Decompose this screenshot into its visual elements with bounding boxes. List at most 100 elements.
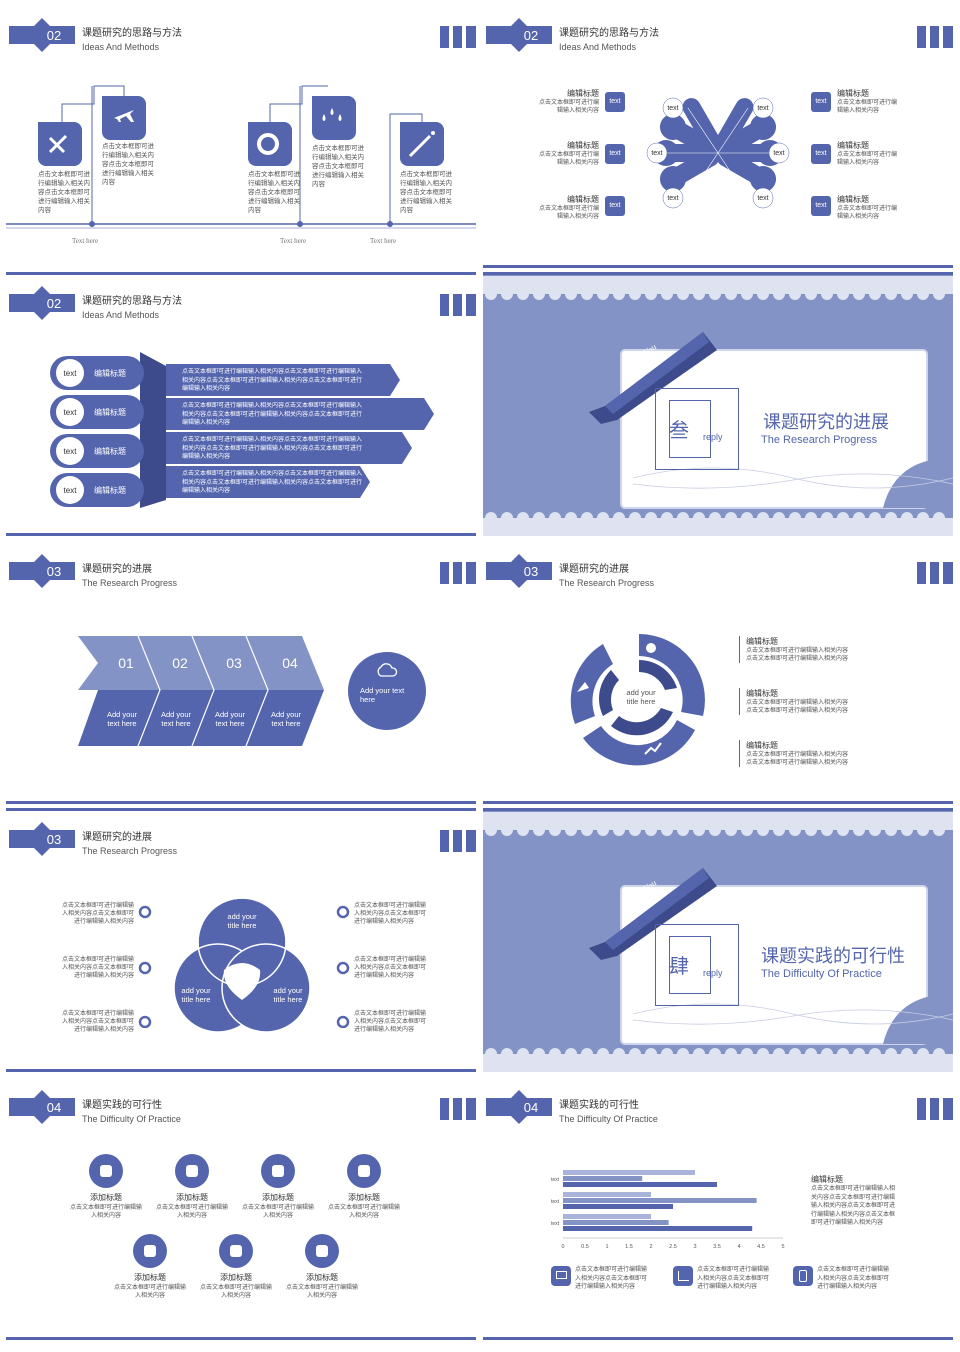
icon-grid-item: 添加标题点击文本框即可进行编辑输入相关内容 bbox=[152, 1154, 232, 1220]
chart-side-note: 编辑标题 点击文本框即可进行编辑输入相关内容点击文本框即可进行编辑输入相关内容点… bbox=[811, 1174, 895, 1228]
cover-char: 肆 bbox=[669, 954, 689, 978]
x-tick-label: 2 bbox=[649, 1244, 652, 1250]
item-title: 编辑标题 bbox=[567, 141, 599, 150]
slide-ideas-methods-2: 02 课题研究的思路与方法 Ideas And Methods text tex… bbox=[483, 4, 953, 268]
item-title: 编辑标题 bbox=[837, 141, 869, 150]
venn-label-top: add your title here bbox=[227, 912, 257, 930]
section-title: 课题研究的进展 bbox=[82, 564, 152, 575]
timeline-desc-4: 点击文本框即可进行编辑输入相关内容点击文本框即可进行编辑输入相关内容 bbox=[312, 145, 364, 188]
slide-bottom-rule bbox=[483, 1337, 953, 1340]
phone-icon bbox=[793, 1266, 813, 1286]
bar bbox=[563, 1176, 643, 1181]
row-desc-2: 点击文本框即可进行编辑输入相关内容点击文本框即可进行编辑输入相关内容点击文本框即… bbox=[182, 403, 363, 426]
item-title: 添加标题 bbox=[134, 1273, 166, 1282]
section-number: 02 bbox=[524, 28, 538, 43]
section-subtitle: Ideas And Methods bbox=[559, 42, 637, 52]
slide-practice-1: 04 课题实践的可行性 The Difficulty Of Practice 添… bbox=[6, 1076, 476, 1340]
section-subtitle: The Difficulty Of Practice bbox=[559, 1114, 658, 1124]
item-desc: 点击文本框即可进行编辑输入相关内容点击文本框即可进行编辑输入相关内容 bbox=[746, 700, 849, 714]
item-desc: 点击文本框即可进行编辑输入相关内容 bbox=[286, 1285, 359, 1299]
cloud-icon bbox=[377, 663, 398, 677]
timeline-desc-5: 点击文本框即可进行编辑输入相关内容点击文本框即可进行编辑输入相关内容 bbox=[400, 171, 452, 214]
section-subtitle: The Research Progress bbox=[82, 578, 178, 588]
arrow-list-graphic: text text text text 编辑标题 编辑标题 编辑标题 编辑标题 bbox=[50, 352, 434, 508]
section-number-badge: 03 bbox=[9, 554, 75, 588]
item-desc: 点击文本框即可进行编辑输入相关内容 bbox=[200, 1285, 273, 1299]
row-tag: text bbox=[64, 486, 78, 495]
item-desc: 点击文本框即可进行编辑输入相关内容 bbox=[837, 152, 898, 166]
tag-box: text bbox=[605, 144, 625, 164]
row-desc-1: 点击文本框即可进行编辑输入相关内容点击文本框即可进行编辑输入相关内容点击文本框即… bbox=[182, 369, 363, 392]
circle-text: Add your text here bbox=[360, 686, 405, 704]
pen-icon bbox=[577, 682, 589, 692]
cover-subtitle: The Difficulty Of Practice bbox=[761, 968, 882, 980]
slide-top-rule bbox=[6, 808, 476, 811]
decor-bars-icon bbox=[440, 294, 476, 316]
slide-bottom-rule bbox=[6, 801, 476, 804]
item-title: 编辑标题 bbox=[567, 89, 599, 98]
row-desc-4: 点击文本框即可进行编辑输入相关内容点击文本框即可进行编辑输入相关内容点击文本框即… bbox=[182, 471, 363, 494]
section-number: 04 bbox=[524, 1100, 538, 1115]
cycle-item-1: 编辑标题 点击文本框即可进行编辑输入相关内容点击文本框即可进行编辑输入相关内容 bbox=[739, 636, 851, 663]
item-desc: 点击文本框即可进行编辑输入相关内容 bbox=[70, 1205, 143, 1219]
step-number: 02 bbox=[172, 655, 188, 671]
item-desc: 点击文本框即可进行编辑输入相关内容点击文本框即可进行编辑输入相关内容 bbox=[746, 752, 849, 766]
section-number-badge: 02 bbox=[9, 18, 75, 52]
section-title: 课题研究的进展 bbox=[559, 564, 629, 575]
x-tick-label: 4 bbox=[737, 1244, 740, 1250]
venn-right-dots bbox=[336, 905, 350, 1028]
step-label: Add your text here bbox=[270, 710, 302, 728]
item-title: 编辑标题 bbox=[567, 195, 599, 204]
bar bbox=[563, 1214, 651, 1219]
petal-label-1: text bbox=[667, 105, 678, 112]
bar bbox=[563, 1226, 753, 1231]
x-tick-label: 4.5 bbox=[757, 1244, 765, 1250]
row-title: 编辑标题 bbox=[94, 368, 126, 378]
slide-bottom-rule bbox=[6, 533, 476, 536]
petal-item-left-2: 编辑标题 点击文本框即可进行编辑输入相关内容 bbox=[535, 140, 599, 167]
item-desc: 点击文本框即可进行编辑输入相关内容 bbox=[837, 100, 898, 114]
step-number: 01 bbox=[118, 655, 134, 671]
item-desc: 点击文本框即可进行编辑输入相关内容 bbox=[837, 206, 898, 220]
item-title: 编辑标题 bbox=[746, 741, 778, 750]
wand-icon bbox=[400, 122, 444, 166]
petal-diagram: text text text text text text bbox=[646, 97, 790, 209]
step-label: Add your text here bbox=[106, 710, 138, 728]
lace-border-bottom bbox=[483, 512, 953, 536]
section-title: 课题研究的进展 bbox=[82, 832, 152, 843]
cover-title: 课题研究的进展 bbox=[763, 412, 889, 432]
section-number-badge: 03 bbox=[486, 554, 552, 588]
decor-bars-icon bbox=[917, 562, 953, 584]
tag-box: text bbox=[811, 92, 831, 112]
x-tick-label: 0 bbox=[561, 1244, 564, 1250]
row-title: 编辑标题 bbox=[94, 446, 126, 456]
petal-item-left-3: 编辑标题 点击文本框即可进行编辑输入相关内容 bbox=[535, 194, 599, 221]
row-desc-3: 点击文本框即可进行编辑输入相关内容点击文本框即可进行编辑输入相关内容点击文本框即… bbox=[182, 437, 363, 460]
section-title: 课题研究的思路与方法 bbox=[82, 28, 182, 39]
bar bbox=[563, 1198, 757, 1203]
cover-subtitle: The Research Progress bbox=[761, 434, 878, 446]
slide-bottom-rule bbox=[6, 1337, 476, 1340]
row-tag: text bbox=[64, 369, 78, 378]
item-title: 编辑标题 bbox=[837, 195, 869, 204]
decor-bars-icon bbox=[917, 1098, 953, 1120]
step-label: Add your text here bbox=[214, 710, 246, 728]
x-tick-label: 5 bbox=[781, 1244, 784, 1250]
venn-label-right: add your title here bbox=[273, 986, 303, 1004]
cover-card bbox=[589, 332, 953, 509]
trend-icon bbox=[644, 742, 662, 755]
section-cover-difficulty-practice: I Love You 肆 reply 课题实践的可行性 The Difficul… bbox=[483, 808, 953, 1072]
cover-char-inner bbox=[669, 400, 711, 458]
item-desc: 点击文本框即可进行编辑输入相关内容 bbox=[156, 1205, 229, 1219]
timeline-desc-2: 点击文本框即可进行编辑输入相关内容点击文本框即可进行编辑输入相关内容 bbox=[102, 143, 154, 186]
row-title: 编辑标题 bbox=[94, 485, 126, 495]
venn-left-dots bbox=[138, 905, 152, 1028]
item-title: 添加标题 bbox=[90, 1193, 122, 1202]
tag-icon bbox=[305, 1234, 339, 1268]
side-desc: 点击文本框即可进行编辑输入相关内容点击文本框即可进行编辑输入相关内容点击文本框即… bbox=[811, 1186, 896, 1226]
slide-research-progress-2: 03 课题研究的进展 The Research Progress add you… bbox=[483, 540, 953, 804]
item-desc: 点击文本框即可进行编辑输入相关内容 bbox=[328, 1205, 401, 1219]
venn-right-desc-2: 点击文本框即可进行编辑输入相关内容点击文本框即可进行编辑输入相关内容 bbox=[354, 957, 427, 979]
footer-desc-2: 点击文本框即可进行编辑输入相关内容点击文本框即可进行编辑输入相关内容 bbox=[697, 1267, 770, 1290]
lace-border-top bbox=[483, 276, 953, 300]
